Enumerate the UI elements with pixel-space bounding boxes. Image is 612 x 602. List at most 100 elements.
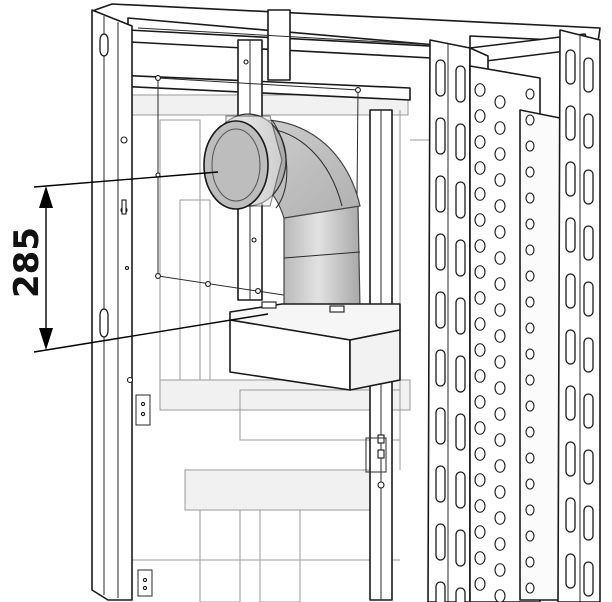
panel-hole — [494, 173, 506, 187]
panel-hole — [525, 244, 535, 256]
panel-hole — [474, 291, 486, 305]
panel-hole — [474, 343, 486, 357]
post-slot — [435, 523, 446, 561]
panel-hole — [494, 277, 506, 291]
panel-hole — [525, 426, 535, 438]
post-slot — [435, 465, 446, 503]
post-slot — [435, 175, 446, 213]
post-slot — [583, 505, 594, 541]
panel-hole — [494, 95, 506, 109]
post-slot — [455, 471, 466, 509]
panel-hole — [494, 589, 506, 602]
post-slot — [583, 561, 594, 597]
panel-hole — [494, 303, 506, 317]
panel-hole — [525, 88, 535, 100]
right-side-panel — [469, 65, 561, 602]
post-slot — [455, 297, 466, 335]
panel-hole — [494, 563, 506, 577]
panel-hole — [525, 556, 535, 568]
post-slot — [455, 413, 466, 451]
panel-hole — [525, 400, 535, 412]
dimension-arrow-top — [39, 186, 53, 208]
panel-hole — [474, 525, 486, 539]
post-slot — [455, 529, 466, 567]
post-slot — [583, 57, 594, 93]
post-slot — [583, 225, 594, 261]
post-slot — [455, 65, 466, 103]
dimension-arrow-bottom — [39, 328, 53, 350]
post-slot — [435, 407, 446, 445]
panel-hole — [474, 499, 486, 513]
panel-hole — [525, 218, 535, 230]
panel-hole — [494, 329, 506, 343]
panel-hole — [474, 551, 486, 565]
post-slot — [435, 581, 446, 602]
panel-hole — [474, 83, 486, 97]
panel-hole — [494, 537, 506, 551]
panel-hole — [494, 407, 506, 421]
panel-hole — [525, 322, 535, 334]
post-slot — [565, 553, 576, 589]
panel-hole — [494, 251, 506, 265]
post-slot — [565, 161, 576, 197]
panel-hole — [525, 530, 535, 542]
post-slot — [583, 393, 594, 429]
panel-hole — [474, 161, 486, 175]
dimension-annotation: 285 — [7, 171, 269, 353]
post-slot — [565, 441, 576, 477]
post-slot — [455, 355, 466, 393]
post-slot — [455, 587, 466, 602]
post-slot — [455, 239, 466, 277]
panel-hole — [474, 187, 486, 201]
panel-hole — [494, 459, 506, 473]
panel-hole — [494, 511, 506, 525]
post-slot — [583, 337, 594, 373]
panel-hole — [474, 265, 486, 279]
post-slot — [565, 385, 576, 421]
panel-hole — [494, 121, 506, 135]
panel-hole — [525, 478, 535, 490]
panel-hole — [474, 473, 486, 487]
panel-hole — [474, 577, 486, 591]
post-slot — [565, 273, 576, 309]
panel-hole — [494, 355, 506, 369]
panel-hole — [525, 114, 535, 126]
panel-hole — [494, 199, 506, 213]
panel-hole — [474, 447, 486, 461]
post-slot — [565, 497, 576, 533]
panel-hole — [525, 192, 535, 204]
panel-hole — [474, 109, 486, 123]
panel-hole — [525, 374, 535, 386]
post-slot — [565, 105, 576, 141]
post-slot — [435, 117, 446, 155]
panel-hole — [474, 135, 486, 149]
panel-hole — [474, 395, 486, 409]
panel-hole — [525, 270, 535, 282]
panel-hole — [525, 348, 535, 360]
panel-hole — [494, 147, 506, 161]
panel-hole — [525, 504, 535, 516]
post-slot — [565, 217, 576, 253]
panel-hole — [494, 381, 506, 395]
panel-hole — [474, 421, 486, 435]
post-slot — [583, 281, 594, 317]
post-slot — [455, 181, 466, 219]
post-slot — [435, 59, 446, 97]
panel-hole — [494, 433, 506, 447]
post-slot — [565, 49, 576, 85]
left-post — [91, 9, 134, 601]
panel-hole — [525, 582, 535, 594]
dimension-lower-leader — [33, 313, 269, 353]
panel-hole — [525, 452, 535, 464]
lower-box — [229, 301, 401, 391]
post-slot — [583, 113, 594, 149]
dimension-upper-leader — [33, 171, 219, 188]
panel-hole — [525, 140, 535, 152]
panel-hole — [494, 485, 506, 499]
panel-hole — [494, 225, 506, 239]
post-slot — [455, 123, 466, 161]
panel-hole — [525, 296, 535, 308]
post-slot — [565, 329, 576, 365]
